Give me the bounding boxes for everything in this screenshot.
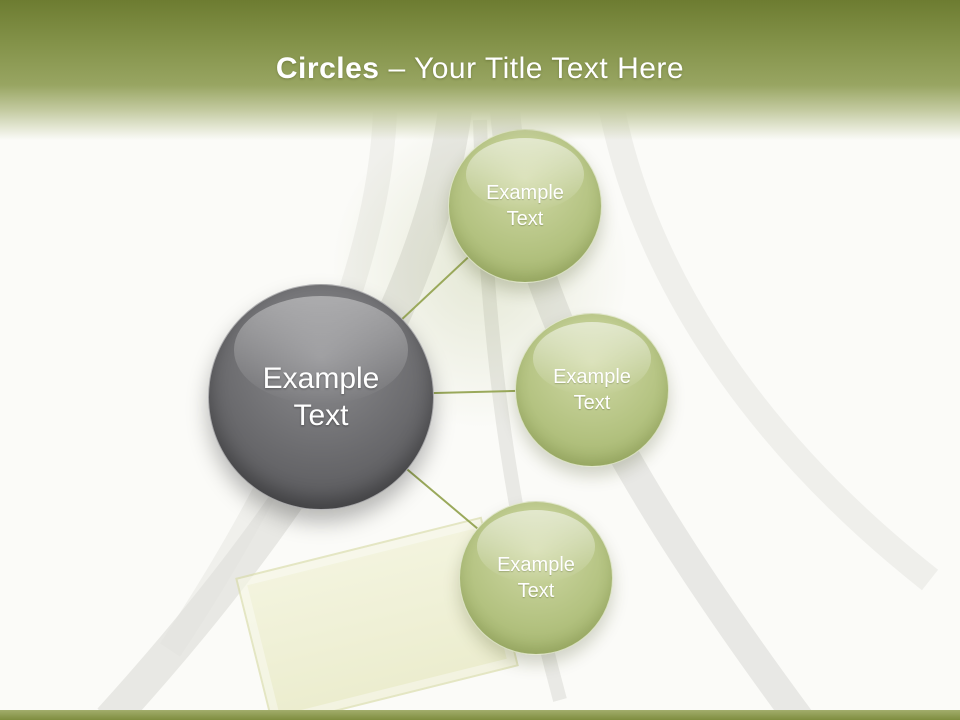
slide-title: Circles– Your Title Text Here [0, 52, 960, 86]
satellite-circle-label: Example Text [497, 554, 575, 602]
satellite-circle-middle[interactable]: Example Text [515, 313, 669, 467]
center-circle[interactable]: Example Text [208, 284, 434, 510]
center-circle-label: Example Text [262, 361, 380, 433]
satellite-circle-label: Example Text [486, 182, 564, 230]
satellite-circle-bottom[interactable]: Example Text [459, 501, 613, 655]
satellite-circle-label: Example Text [553, 366, 631, 414]
footer-bar [0, 710, 960, 720]
satellite-circle-top[interactable]: Example Text [448, 129, 602, 283]
slide-header-band: Circles– Your Title Text Here [0, 0, 960, 140]
slide-title-bold: Circles [275, 52, 380, 85]
slide-title-rest: – Your Title Text Here [388, 52, 685, 85]
